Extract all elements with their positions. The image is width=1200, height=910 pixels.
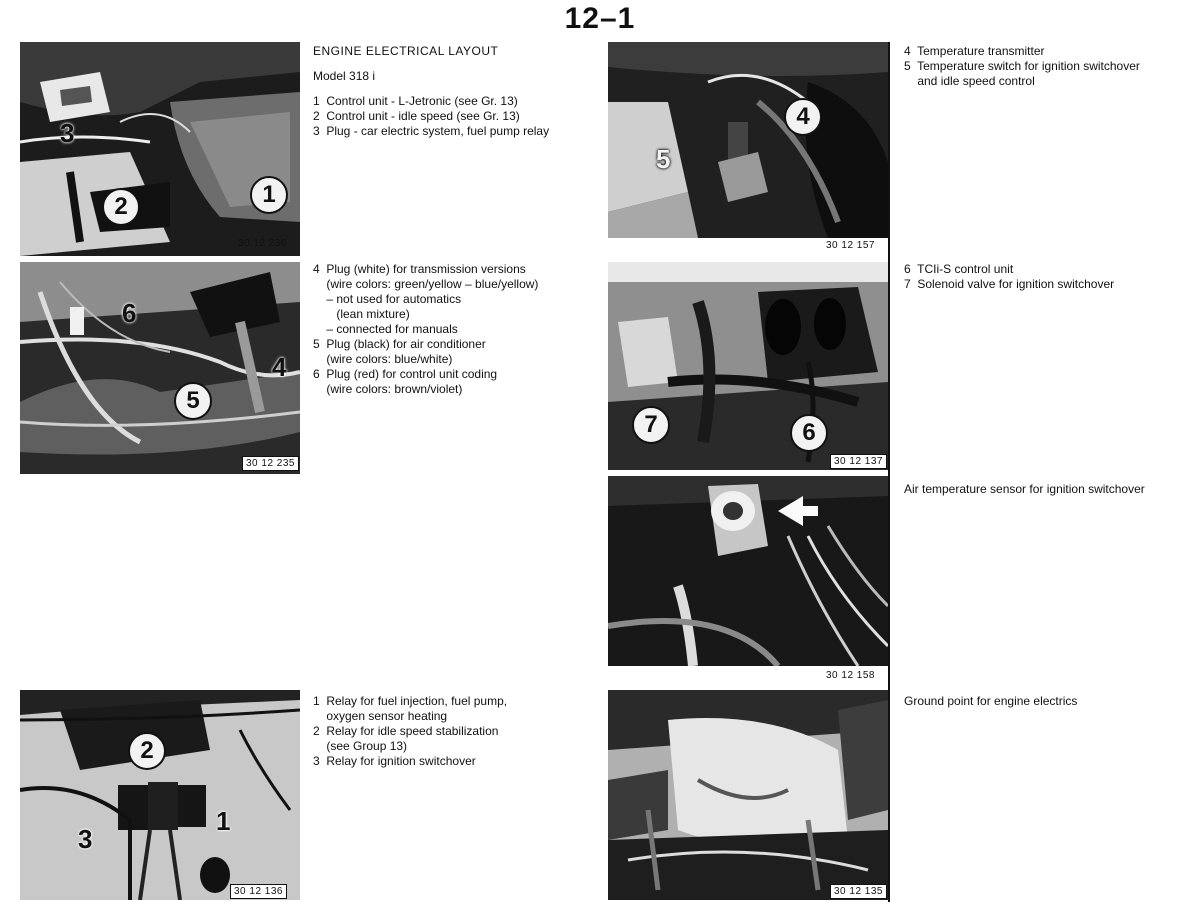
section-line: (wire colors: green/yellow – blue/yellow…	[313, 277, 539, 291]
photo-plugs-code: 30 12 235	[242, 456, 299, 471]
section-line: Air temperature sensor for ignition swit…	[904, 482, 1145, 496]
photo-ground-point: 30 12 135	[608, 690, 888, 900]
photo-tcii-unit: 7 6 30 12 137	[608, 262, 888, 470]
section-line: 3 Relay for ignition switchover	[313, 754, 476, 768]
photo-temperature-image	[608, 42, 888, 238]
photo-tcii-unit-code: 30 12 137	[830, 454, 887, 469]
section-line: 3 Plug - car electric system, fuel pump …	[313, 124, 550, 138]
section-line: 5 Temperature switch for ignition switch…	[904, 59, 1140, 73]
section-line: and idle speed control	[904, 74, 1035, 88]
photo-ground-point-code: 30 12 135	[830, 884, 887, 899]
photo-tcii-unit-callout-6: 6	[790, 414, 828, 452]
photo-control-units-callout-2: 2	[102, 188, 140, 226]
section-engine-layout: ENGINE ELECTRICAL LAYOUT Model 318 i 1 C…	[313, 44, 549, 139]
section-line: (see Group 13)	[313, 739, 408, 753]
section-line: 2 Relay for idle speed stabilization	[313, 724, 499, 738]
photo-temperature: 4 5	[608, 42, 888, 238]
section-line: 2 Control unit - idle speed (see Gr. 13)	[313, 109, 520, 123]
photo-plugs: 6 4 5 30 12 235	[20, 262, 300, 474]
section-line: (wire colors: brown/violet)	[313, 382, 463, 396]
photo-control-units-callout-3: 3	[60, 118, 75, 148]
section-line: 4 Temperature transmitter	[904, 44, 1045, 58]
photo-ground-point-image	[608, 690, 888, 900]
photo-control-units: 3 2 1	[20, 42, 300, 256]
section-relays: 1 Relay for fuel injection, fuel pump, o…	[313, 694, 507, 769]
photo-plugs-callout-4: 4	[272, 352, 287, 382]
section-line: 1 Relay for fuel injection, fuel pump,	[313, 694, 508, 708]
photo-relays-callout-3: 3	[78, 824, 93, 854]
section-line: – not used for automatics	[313, 292, 462, 306]
column-rule	[888, 42, 890, 902]
photo-air-temperature-image	[608, 476, 888, 666]
photo-temperature-code: 30 12 157	[826, 240, 875, 251]
photo-relays-callout-1: 1	[216, 806, 231, 836]
page-number: 12–1	[564, 2, 636, 35]
photo-relays-image	[20, 690, 300, 900]
photo-relays-code: 30 12 136	[230, 884, 287, 899]
section-line: 4 Plug (white) for transmission versions	[313, 262, 526, 276]
section-line: 6 TCIi-S control unit	[904, 262, 1014, 276]
section-line: 5 Plug (black) for air conditioner	[313, 337, 486, 351]
photo-air-temperature-code: 30 12 158	[826, 670, 875, 681]
photo-temperature-callout-5: 5	[656, 144, 671, 174]
section-title: ENGINE ELECTRICAL LAYOUT	[313, 44, 499, 58]
section-line: 1 Control unit - L-Jetronic (see Gr. 13)	[313, 94, 518, 108]
section-line: 7 Solenoid valve for ignition switchover	[904, 277, 1115, 291]
section-line: Ground point for engine electrics	[904, 694, 1078, 708]
section-line: (lean mixture)	[313, 307, 410, 321]
section-line: (wire colors: blue/white)	[313, 352, 453, 366]
photo-control-units-image	[20, 42, 300, 256]
photo-relays-callout-2: 2	[128, 732, 166, 770]
section-line: oxygen sensor heating	[313, 709, 448, 723]
photo-temperature-callout-4: 4	[784, 98, 822, 136]
photo-control-units-callout-1: 1	[250, 176, 288, 214]
photo-air-temperature	[608, 476, 888, 666]
photo-plugs-image	[20, 262, 300, 474]
section-line: – connected for manuals	[313, 322, 458, 336]
photo-tcii-unit-callout-7: 7	[632, 406, 670, 444]
photo-plugs-callout-6: 6	[122, 298, 137, 328]
photo-relays: 2 3 1 30 12 136	[20, 690, 300, 900]
model-label: Model 318 i	[313, 69, 376, 83]
section-tcii: 6 TCIi-S control unit 7 Solenoid valve f…	[904, 262, 1114, 292]
section-plugs: 4 Plug (white) for transmission versions…	[313, 262, 538, 397]
section-air-temperature: Air temperature sensor for ignition swit…	[904, 482, 1145, 497]
photo-plugs-callout-5: 5	[174, 382, 212, 420]
section-line: 6 Plug (red) for control unit coding	[313, 367, 498, 381]
section-ground-point: Ground point for engine electrics	[904, 694, 1077, 709]
photo-control-units-code: 30 12 236	[238, 238, 287, 249]
section-temperature: 4 Temperature transmitter 5 Temperature …	[904, 44, 1140, 89]
